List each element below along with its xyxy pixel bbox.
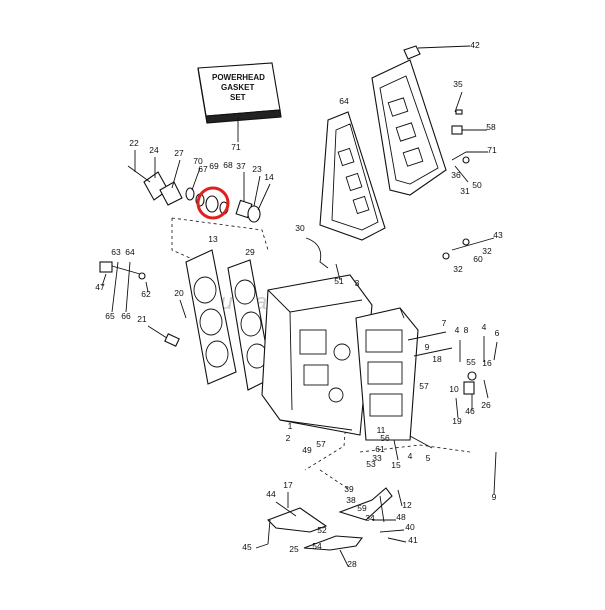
- callout-10: 10: [449, 384, 459, 394]
- callout-13: 13: [208, 234, 218, 244]
- callout-54: 54: [312, 541, 322, 551]
- callout-71: 71: [231, 142, 241, 152]
- callout-7: 7: [442, 318, 447, 328]
- callout-22: 22: [129, 138, 139, 148]
- thermostat-cover: [127, 165, 261, 223]
- callout-62: 62: [141, 289, 151, 299]
- callout-44: 44: [266, 489, 276, 499]
- callout-52: 52: [317, 525, 327, 535]
- crankcase-half: [355, 307, 419, 441]
- callout-24: 24: [149, 145, 159, 155]
- callout-51: 51: [334, 276, 344, 286]
- callout-57: 57: [419, 381, 429, 391]
- callout-70: 70: [193, 156, 203, 166]
- callout-3: 3: [355, 278, 360, 288]
- callout-43: 43: [493, 230, 503, 240]
- highlight-ring: [196, 186, 230, 220]
- callout-6: 6: [495, 328, 500, 338]
- callout-38: 38: [346, 495, 356, 505]
- callout-18: 18: [432, 354, 442, 364]
- callout-32b: 32: [453, 264, 463, 274]
- callout-9: 9: [425, 342, 430, 352]
- callout-35: 35: [453, 79, 463, 89]
- callout-63: 63: [111, 247, 121, 257]
- callout-60: 60: [473, 254, 483, 264]
- callout-57b: 57: [316, 439, 326, 449]
- callout-46: 46: [465, 406, 475, 416]
- callout-4c: 4: [408, 451, 413, 461]
- gasket-box-line3: SET: [230, 93, 246, 102]
- callout-20: 20: [174, 288, 184, 298]
- callout-12: 12: [402, 500, 412, 510]
- callout-16: 16: [482, 358, 492, 368]
- callout-53: 53: [366, 459, 376, 469]
- callout-30: 30: [295, 223, 305, 233]
- callout-55: 55: [466, 357, 476, 367]
- callout-39: 39: [344, 484, 354, 494]
- callout-4b: 4: [482, 322, 487, 332]
- callout-17: 17: [283, 480, 293, 490]
- callout-9b: 9: [492, 492, 497, 502]
- callout-40: 40: [405, 522, 415, 532]
- callout-49: 49: [302, 445, 312, 455]
- callout-14: 14: [264, 172, 274, 182]
- gasket-box-line1: POWERHEAD: [212, 73, 265, 82]
- callout-68: 68: [223, 160, 233, 170]
- exhaust-cover-gasket: [319, 111, 386, 241]
- callout-25: 25: [289, 544, 299, 554]
- callout-23: 23: [252, 164, 262, 174]
- callout-8: 8: [464, 325, 469, 335]
- callout-15: 15: [391, 460, 401, 470]
- callout-69: 69: [209, 161, 219, 171]
- callout-64b: 64: [125, 247, 135, 257]
- callout-66: 66: [121, 311, 131, 321]
- callout-5: 5: [426, 453, 431, 463]
- callout-28: 28: [347, 559, 357, 569]
- callout-2: 2: [286, 433, 291, 443]
- cylinder-block: [261, 274, 373, 436]
- callout-64: 64: [339, 96, 349, 106]
- callout-59: 59: [357, 503, 367, 513]
- callout-45: 45: [242, 542, 252, 552]
- gasket-box-line2: GASKET: [221, 83, 254, 92]
- callout-29: 29: [245, 247, 255, 257]
- callout-58: 58: [486, 122, 496, 132]
- throttle-linkage: [255, 487, 407, 567]
- gasket-set-box: POWERHEAD GASKET SET: [197, 62, 282, 124]
- callout-37: 37: [236, 161, 246, 171]
- callout-50: 50: [472, 180, 482, 190]
- callout-34: 34: [365, 513, 375, 523]
- callout-65: 65: [105, 311, 115, 321]
- callout-56: 56: [380, 433, 390, 443]
- callout-71b: 71: [487, 145, 497, 155]
- callout-47: 47: [95, 282, 105, 292]
- callout-48: 48: [396, 512, 406, 522]
- callout-21: 21: [137, 314, 147, 324]
- callout-4: 4: [455, 325, 460, 335]
- callout-41: 41: [408, 535, 418, 545]
- callout-67: 67: [198, 164, 208, 174]
- callout-61: 61: [375, 444, 385, 454]
- callout-42: 42: [470, 40, 480, 50]
- callout-36: 36: [451, 170, 461, 180]
- callout-33: 33: [372, 453, 382, 463]
- callout-1: 1: [288, 421, 293, 431]
- callout-32: 32: [482, 246, 492, 256]
- exhaust-cover-plate: [371, 59, 447, 196]
- callout-19: 19: [452, 416, 462, 426]
- callout-11: 11: [377, 425, 386, 435]
- cylinder-head: [185, 249, 237, 385]
- callout-26: 26: [481, 400, 491, 410]
- callout-31: 31: [460, 186, 470, 196]
- callout-27: 27: [174, 148, 184, 158]
